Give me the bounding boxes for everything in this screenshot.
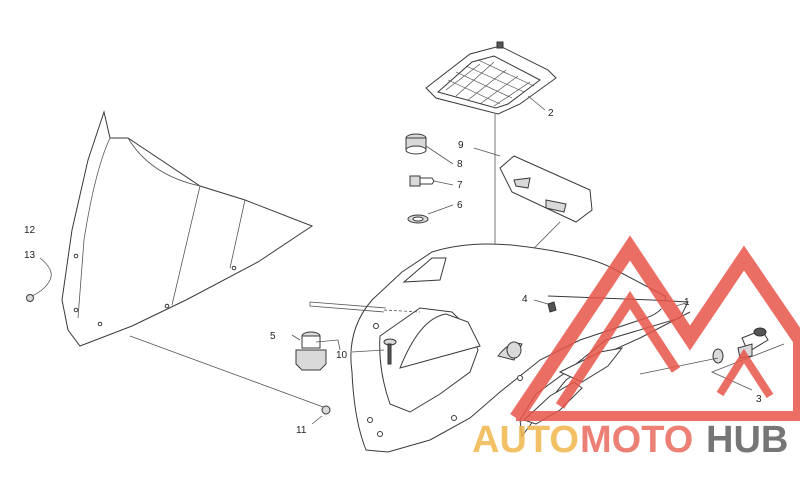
callout-3: 3 — [756, 394, 762, 405]
callout-11: 11 — [296, 425, 307, 436]
callout-2: 2 — [548, 108, 554, 119]
callout-5: 5 — [270, 331, 276, 342]
watermark-auto-text: AUTO — [472, 419, 579, 461]
callout-6: 6 — [457, 200, 463, 211]
callout-8: 8 — [457, 159, 463, 170]
callout-12: 12 — [24, 225, 36, 236]
windscreen-part — [61, 110, 314, 347]
callout-1: 1 — [684, 297, 690, 308]
callout-13: 13 — [24, 250, 36, 261]
bolt-part-13 — [26, 257, 52, 302]
sensor-part — [291, 331, 341, 371]
callout-10: 10 — [336, 350, 348, 361]
screw-part — [351, 338, 397, 365]
watermark-hub-text: HUB — [706, 419, 788, 461]
ring-part — [407, 204, 454, 224]
automotohub-watermark: AUTO MOTO HUB — [472, 235, 800, 461]
watermark-moto-text: MOTO — [580, 419, 693, 461]
callout-9: 9 — [458, 140, 464, 151]
callout-7: 7 — [457, 180, 463, 191]
storage-tray-part — [425, 41, 557, 320]
clip-part — [533, 299, 557, 313]
power-socket-part — [639, 327, 785, 391]
callout-4: 4 — [522, 294, 528, 305]
ignition-cap-part — [405, 133, 454, 165]
callout-labels: 1 2 3 4 5 6 7 8 9 10 11 12 13 — [24, 108, 762, 436]
nut-part — [129, 335, 331, 425]
key-part — [409, 175, 454, 187]
